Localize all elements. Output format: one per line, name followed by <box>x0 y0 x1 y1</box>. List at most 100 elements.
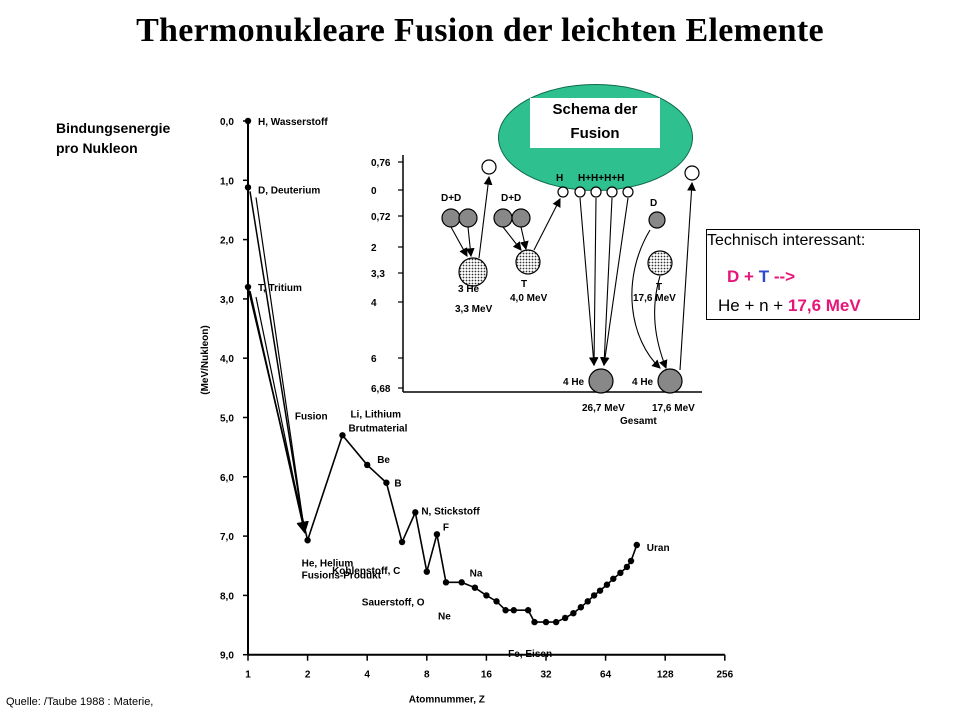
proton <box>557 186 569 198</box>
deuteron <box>441 208 461 228</box>
schema-label: Schema der Fusion <box>530 98 660 148</box>
y-axis-label: (MeV/Nukleon) <box>200 325 211 394</box>
tritium-nucleus <box>647 250 673 276</box>
annotation-label: Brutmaterial <box>348 424 407 435</box>
reaction-arrow <box>631 229 661 369</box>
data-point <box>502 607 509 614</box>
products-energy: 17,6 MeV <box>787 296 861 315</box>
inset-x-caption: Gesamt <box>620 416 657 427</box>
inset-y-tick-label: 6 <box>371 354 377 365</box>
annotation-label: Fusion <box>295 412 328 423</box>
inset-y-tick-label: 6,68 <box>371 384 391 395</box>
reaction-extra: H+H+H+H <box>578 173 624 184</box>
annotation-label: Sauerstoff, O <box>362 597 425 608</box>
data-point <box>617 569 624 577</box>
technical-reaction: D + T --> <box>727 267 795 287</box>
reaction-reactants: H <box>556 173 563 184</box>
y-tick-label: 0,0 <box>220 117 234 128</box>
annotation-label: N, Stickstoff <box>421 506 480 517</box>
annotation-label: D, Deuterium <box>258 185 320 196</box>
x-axis-label: Atomnummer, Z <box>409 695 485 706</box>
reaction-energy: 26,7 MeV <box>582 403 625 414</box>
reaction-arrow <box>478 175 493 259</box>
data-point <box>623 563 631 571</box>
annotation-label: Kohlenstoff, C <box>332 566 400 577</box>
x-tick-label: 16 <box>481 670 493 681</box>
data-point <box>610 575 617 582</box>
reaction-energy: 17,6 MeV <box>633 293 676 304</box>
helium4-nucleus <box>588 368 614 394</box>
inset-y-tick-label: 2 <box>371 243 377 254</box>
binding-energy-line <box>247 121 638 623</box>
reaction-arrow <box>520 226 529 251</box>
x-tick-label: 1 <box>245 670 251 681</box>
data-point <box>584 598 591 605</box>
y-tick-label: 5,0 <box>220 414 234 425</box>
annotation-label: B <box>394 479 401 490</box>
annotation-label: Ne <box>438 611 451 622</box>
inset-y-tick-label: 3,3 <box>371 269 385 280</box>
data-point <box>398 538 406 546</box>
data-point <box>493 598 500 605</box>
page-title: Thermonukleare Fusion der leichten Eleme… <box>136 12 824 49</box>
data-point <box>364 461 371 469</box>
schema-label-line-1: Schema der <box>552 101 638 118</box>
annotation-label: He, Helium <box>302 558 354 569</box>
annotation-label: Na <box>470 568 483 579</box>
reaction-arrow <box>589 197 599 367</box>
reaction-arrow <box>465 226 475 258</box>
reaction-arrow <box>579 197 598 367</box>
data-point <box>627 557 635 565</box>
x-tick-label: 4 <box>364 670 370 681</box>
x-tick-label: 128 <box>657 670 674 681</box>
data-point <box>524 607 532 614</box>
reaction-energy: 3,3 MeV <box>455 304 493 315</box>
fusion-arrow <box>255 296 308 534</box>
reaction-energy: 4,0 MeV <box>510 293 548 304</box>
proton <box>606 186 618 198</box>
technical-products: He + n + 17,6 MeV <box>718 296 861 316</box>
data-point <box>458 579 465 586</box>
data-point <box>471 584 479 591</box>
inset-y-tick-label: 4 <box>371 298 377 309</box>
reaction-product: 4 He <box>632 377 654 388</box>
data-point <box>442 579 450 586</box>
reaction-arrow <box>450 226 468 257</box>
y-tick-label: 2,0 <box>220 236 234 247</box>
x-tick-label: 256 <box>716 670 733 681</box>
data-point <box>244 184 252 191</box>
x-tick-label: 32 <box>540 670 552 681</box>
data-point <box>633 541 641 549</box>
reaction-product: 4 He <box>563 377 585 388</box>
x-tick-label: 8 <box>424 670 430 681</box>
deuteron <box>648 211 666 229</box>
technical-title: Technisch interessant: <box>707 232 866 249</box>
data-point <box>510 607 517 614</box>
deuteron <box>511 208 531 228</box>
reactant-d: D <box>727 267 740 286</box>
x-tick-label: 64 <box>600 670 612 681</box>
reaction-reactants: D+D <box>441 193 461 204</box>
inset-y-tick-label: 0,76 <box>371 158 391 169</box>
products-prefix: He + n + <box>718 296 788 315</box>
annotation-label: H, Wasserstoff <box>258 117 328 128</box>
annotation-label: Uran <box>647 543 670 554</box>
data-point <box>383 479 390 486</box>
proton <box>590 186 602 198</box>
data-point <box>552 618 560 626</box>
neutron <box>481 159 497 175</box>
data-point <box>531 618 538 626</box>
data-point <box>304 537 311 544</box>
data-point <box>412 509 419 516</box>
data-point <box>339 432 346 439</box>
deuteron <box>458 208 478 228</box>
annotation-label: Fe, Eisen <box>508 649 552 660</box>
annotation-label: T, Tritium <box>258 283 302 294</box>
proton <box>622 186 634 198</box>
data-point <box>244 283 252 291</box>
x-tick-label: 2 <box>305 670 311 681</box>
reaction-arrow <box>600 197 629 367</box>
data-point <box>433 531 441 538</box>
annotation-label: Li, Lithium <box>350 410 401 421</box>
reaction-reactants: D+D <box>501 193 521 204</box>
